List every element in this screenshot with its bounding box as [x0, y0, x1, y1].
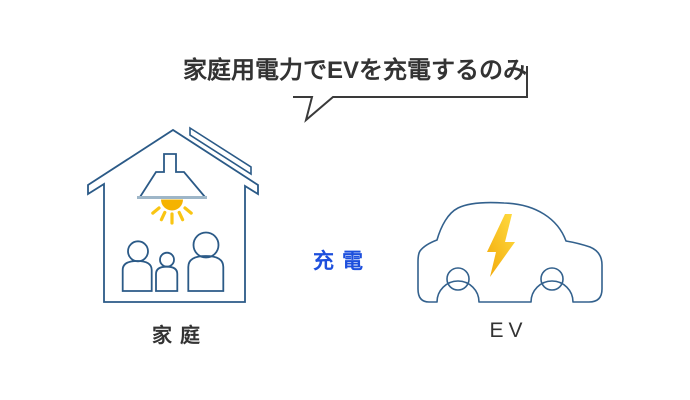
family-figures [121, 231, 225, 292]
ev-caption: EV [489, 319, 528, 342]
charge-label: 充電 [313, 250, 371, 273]
callout-title: 家庭用電力でEVを充電するのみ [182, 57, 527, 84]
house-caption: 家庭 [152, 325, 208, 347]
front-wheel [446, 267, 470, 291]
speech-bubble-underline-icon [285, 60, 535, 126]
light-bulb-glow [161, 199, 183, 211]
pendant-light-icon [138, 153, 207, 198]
lightning-bolt-icon [487, 214, 515, 277]
rear-wheel [540, 267, 564, 291]
house-with-family-icon [80, 120, 265, 310]
ev-car-icon [410, 195, 615, 310]
light-rays [151, 206, 193, 225]
